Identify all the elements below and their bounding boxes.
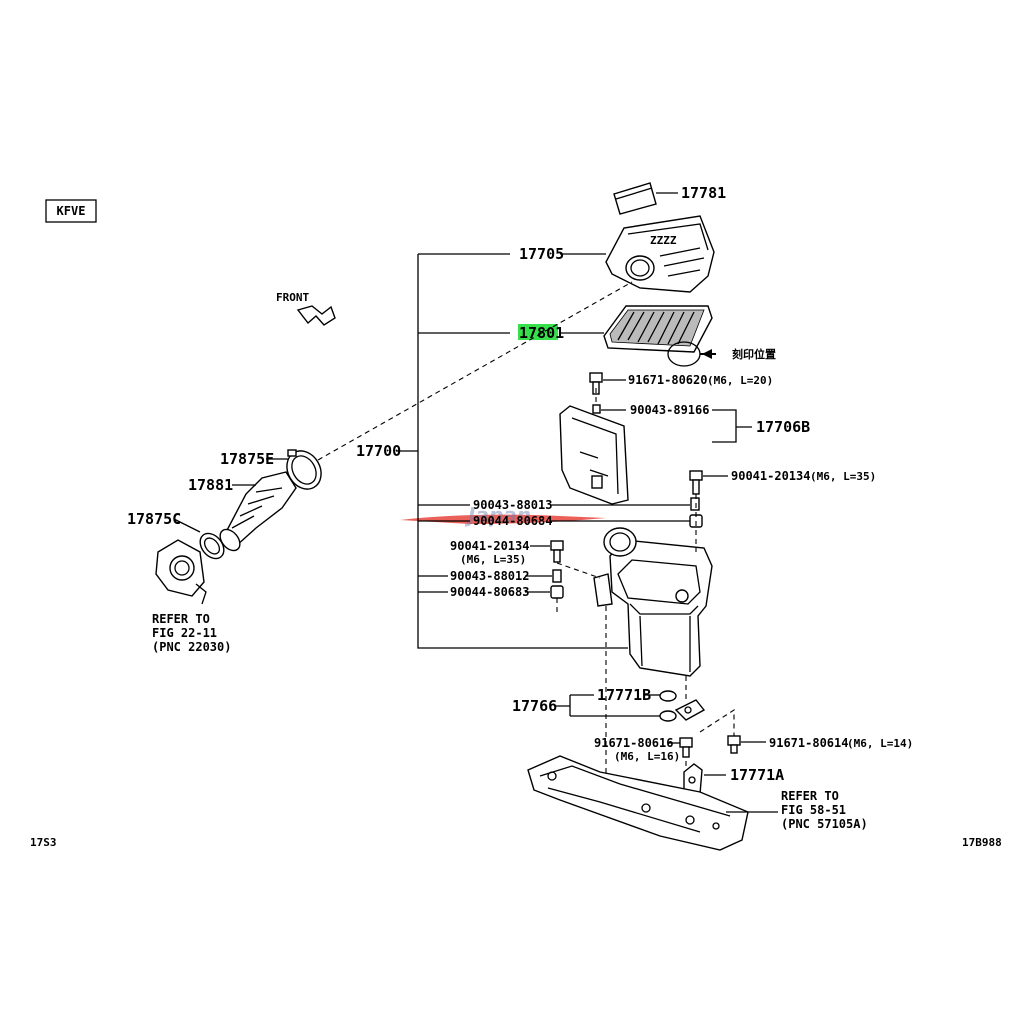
label-17875E: 17875E: [220, 450, 274, 468]
label-17766: 17766: [512, 697, 557, 715]
highlight-17801: [518, 324, 558, 340]
label-90044-80683: 90044-80683: [450, 585, 529, 599]
front-arrow: FRONT: [276, 291, 336, 326]
label-17705: 17705: [519, 245, 564, 263]
bolt-91671-80614: 91671-80614 (M6, L=14): [727, 735, 913, 754]
spec-90041-20134-left: (M6, L=35): [460, 553, 526, 566]
label-90043-89166: 90043-89166: [630, 403, 709, 417]
label-17881: 17881: [188, 476, 233, 494]
bolt-91671-80616: 91671-80616 (M6, L=16): [594, 736, 693, 763]
label-90041-20134-left: 90041-20134: [450, 539, 529, 553]
label-91671-80620: 91671-80620: [628, 373, 707, 387]
label-91671-80616: 91671-80616: [594, 736, 673, 750]
cross-member: REFER TO FIG 58-51 (PNC 57105A): [527, 755, 868, 851]
spec-91671-80614: (M6, L=14): [847, 737, 913, 750]
footer-right-code: 17B988: [962, 836, 1002, 849]
label-17781: 17781: [681, 184, 726, 202]
label-17875C: 17875C: [127, 510, 181, 528]
ref-right-1: REFER TO: [781, 789, 839, 803]
label-90043-88013: 90043-88013: [473, 498, 552, 512]
grommet-90044-80683: 90044-80683: [450, 585, 564, 599]
ref-left-3: (PNC 22030): [152, 640, 231, 654]
bolt-90041-20134-left: 90041-20134 (M6, L=35): [450, 539, 564, 566]
label-91671-80614: 91671-80614: [769, 736, 848, 750]
watermark: Japan: [400, 503, 606, 527]
grommet-90043-88012: 90043-88012: [450, 569, 562, 583]
spec-91671-80616: (M6, L=16): [614, 750, 680, 763]
label-17801: 17801: [519, 324, 564, 342]
grommet-90044-80684: 90044-80684: [473, 514, 703, 528]
spec-90041-20134-right: (M6, L=35): [810, 470, 876, 483]
label-17700: 17700: [356, 442, 401, 460]
bracket-17700: [396, 253, 628, 649]
label-90044-80684: 90044-80684: [473, 514, 552, 528]
ref-left-1: REFER TO: [152, 612, 210, 626]
air-cleaner-case: [593, 527, 713, 677]
watermark-text: Japan: [464, 503, 531, 527]
bolt-90041-20134-right: 90041-20134 (M6, L=35): [689, 469, 876, 495]
part-17801: 刻印位置 17801: [518, 305, 776, 367]
bolt-91671-80620: 91671-80620 (M6, L=20): [589, 372, 773, 395]
ref-left-2: FIG 22-11: [152, 626, 217, 640]
dashed-guides: [317, 281, 735, 780]
clamp-17875C: 17875C: [127, 510, 225, 560]
part-17706B: 90043-89166 17706B: [559, 403, 810, 505]
part-17705: ZZZZ 17705: [519, 215, 715, 293]
engine-code: KFVE: [57, 204, 86, 218]
stamp-label: 刻印位置: [732, 347, 776, 361]
label-17771A: 17771A: [730, 766, 784, 784]
label-90041-20134-right: 90041-20134: [731, 469, 810, 483]
footer-left-code: 17S3: [30, 836, 57, 849]
throttle-body: REFER TO FIG 22-11 (PNC 22030): [152, 539, 231, 654]
ref-right-2: FIG 58-51: [781, 803, 846, 817]
ref-right-3: (PNC 57105A): [781, 817, 868, 831]
hose-17881: 17881: [188, 471, 297, 552]
label-17706B: 17706B: [756, 418, 810, 436]
clamp-17875E: 17875E: [220, 449, 322, 490]
part-17766: 17771B 17766: [512, 686, 706, 722]
label-17771B: 17771B: [597, 686, 651, 704]
spec-91671-80620: (M6, L=20): [707, 374, 773, 387]
label-90043-88012: 90043-88012: [450, 569, 529, 583]
engine-code-box: KFVE: [45, 199, 97, 223]
front-label: FRONT: [276, 291, 309, 304]
svg-text:ZZZZ: ZZZZ: [650, 234, 677, 247]
part-17781: 17781: [613, 182, 726, 215]
grommet-90043-88013: 90043-88013: [473, 497, 700, 512]
